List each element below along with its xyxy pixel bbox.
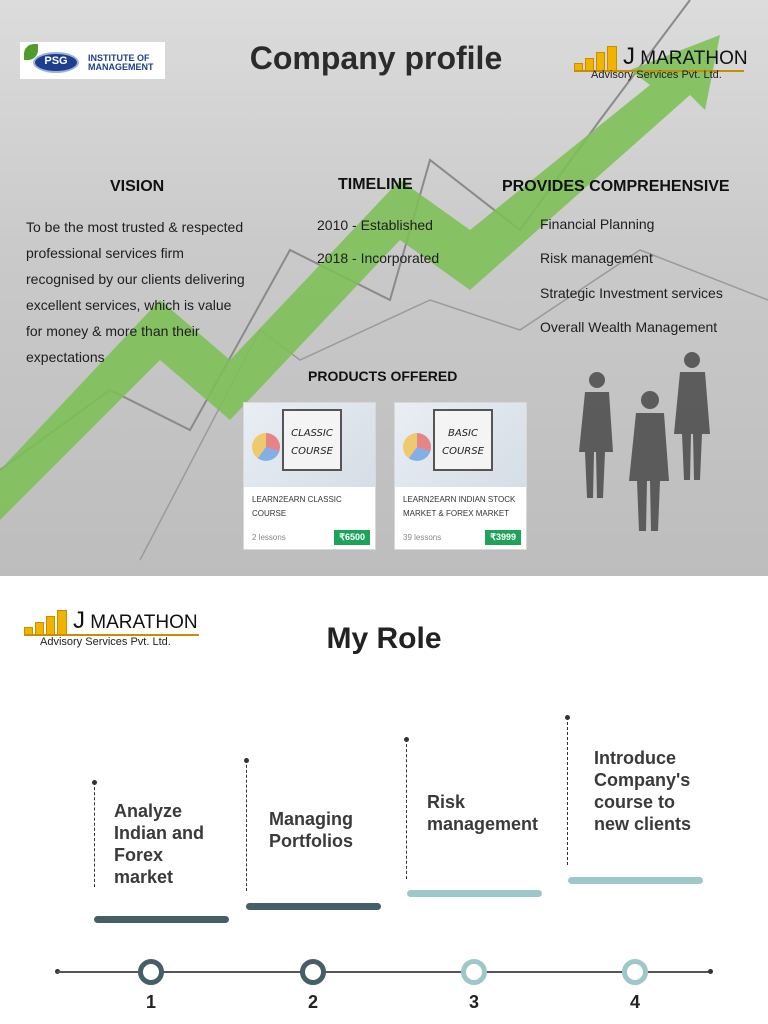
service-item: Financial Planning	[540, 216, 655, 232]
provides-heading: PROVIDES COMPREHENSIVE	[502, 178, 730, 195]
step-bar	[246, 903, 381, 910]
businesspeople-silhouette	[579, 352, 710, 531]
step-bar	[94, 916, 229, 923]
page-title: Company profile	[249, 40, 503, 76]
psg-line2: MANAGEMENT	[88, 62, 154, 72]
psg-abbr: PSG	[44, 55, 68, 67]
service-item: Strategic Investment services	[540, 285, 723, 301]
leaf-icon	[24, 44, 38, 60]
step-number: 2	[307, 992, 318, 1012]
logo-tagline: Advisory Services Pvt. Ltd.	[40, 636, 171, 648]
vision-text: To be the most trusted & respected profe…	[26, 219, 245, 365]
timeline-heading: TIMELINE	[338, 176, 413, 193]
logo-name: MARATHON	[640, 48, 748, 69]
course-thumbnail: BASIC COURSE	[395, 403, 526, 487]
lesson-count: 2 lessons	[252, 533, 286, 542]
j-marathon-logo: J MARATHON Advisory Services Pvt. Ltd.	[24, 602, 204, 648]
timeline-node	[461, 959, 487, 985]
pie-chart-icon	[252, 433, 280, 461]
logo-tagline: Advisory Services Pvt. Ltd.	[591, 69, 722, 81]
step-bar	[407, 890, 542, 897]
role-step-text: Analyze Indian and Forex market	[114, 801, 204, 887]
products-heading: PRODUCTS OFFERED	[308, 368, 458, 384]
timeline-node	[300, 959, 326, 985]
course-title: LEARN2EARN INDIAN STOCK MARKET & FOREX M…	[403, 495, 516, 518]
product-card[interactable]: CLASSIC COURSE LEARN2EARN CLASSIC COURSE…	[243, 402, 376, 550]
course-thumbnail: CLASSIC COURSE	[244, 403, 375, 487]
growth-arrow-background	[0, 0, 768, 561]
step-number: 1	[145, 992, 156, 1012]
role-step-text: Managing Portfolios	[269, 809, 353, 851]
product-card[interactable]: BASIC COURSE LEARN2EARN INDIAN STOCK MAR…	[394, 402, 527, 550]
logo-initial: J	[623, 43, 635, 70]
page-title: My Role	[326, 622, 442, 655]
psg-line1: INSTITUTE OF	[88, 53, 150, 63]
step-bar	[568, 877, 703, 884]
timeline-node	[138, 959, 164, 985]
my-role-slide: J MARATHON Advisory Services Pvt. Ltd. M…	[0, 576, 768, 1024]
course-title: LEARN2EARN CLASSIC COURSE	[252, 495, 342, 518]
pie-chart-icon	[403, 433, 431, 461]
role-step-text: Introduce Company's course to new client…	[594, 748, 692, 834]
lesson-count: 39 lessons	[403, 533, 442, 542]
price-badge: ₹6500	[334, 530, 370, 545]
timeline-axis	[57, 971, 711, 973]
logo-name: MARATHON	[90, 612, 198, 633]
timeline-item: 2010 - Established	[317, 217, 433, 233]
logo-initial: J	[73, 607, 85, 634]
step-number: 3	[468, 992, 479, 1012]
role-step-text: Risk management	[427, 792, 539, 834]
timeline-node	[622, 959, 648, 985]
psg-institute-logo: PSG INSTITUTE OF MANAGEMENT	[20, 42, 165, 79]
vision-heading: VISION	[110, 178, 165, 195]
step-number: 4	[629, 992, 640, 1012]
timeline-item: 2018 - Incorporated	[317, 250, 440, 266]
company-profile-slide: PSG INSTITUTE OF MANAGEMENT Company prof…	[0, 0, 768, 576]
service-item: Overall Wealth Management	[540, 319, 718, 335]
j-marathon-logo: J MARATHON Advisory Services Pvt. Ltd.	[574, 38, 754, 82]
price-badge: ₹3999	[485, 530, 521, 545]
service-item: Risk management	[540, 250, 653, 266]
